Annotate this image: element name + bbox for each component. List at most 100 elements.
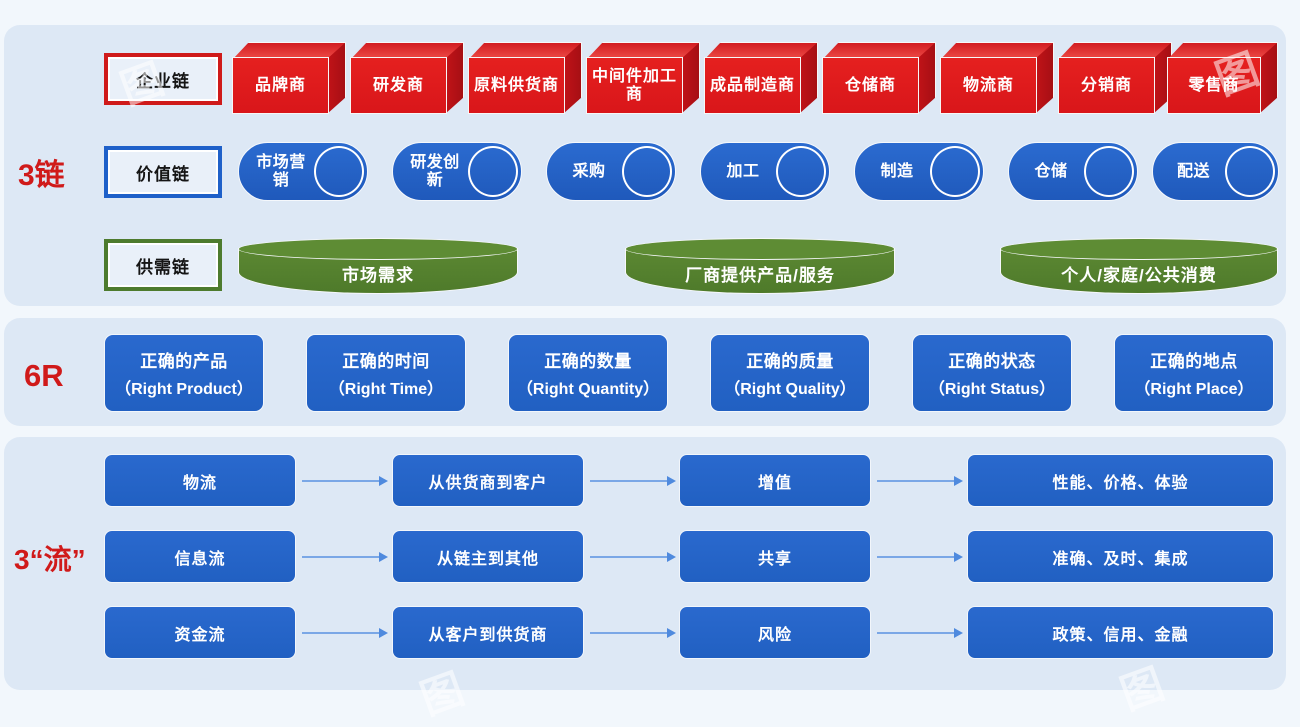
arrow-head	[954, 628, 963, 638]
chain-plate-value-label: 价值链	[108, 150, 218, 194]
enterprise-node-label: 分销商	[1058, 57, 1155, 114]
value-node-label: 研发创新	[410, 153, 460, 189]
enterprise-node-label: 成品制造商	[704, 57, 801, 114]
flow-type-logistics[interactable]: 物流	[104, 454, 296, 507]
value-node-manufacturing[interactable]: 制造	[854, 142, 984, 201]
value-node-label: 加工	[726, 162, 760, 180]
box-side-face	[917, 42, 936, 114]
six-r-item-place[interactable]: 正确的地点 （Right Place）	[1114, 334, 1274, 412]
enterprise-node-finished[interactable]: 成品制造商	[704, 42, 818, 114]
arrow-shaft	[877, 632, 955, 634]
box-side-face	[445, 42, 464, 114]
enterprise-node-logistics[interactable]: 物流商	[940, 42, 1054, 114]
six-r-item-cn: 正确的状态	[948, 352, 1036, 371]
six-r-item-cn: 正确的数量	[544, 352, 632, 371]
six-r-item-time[interactable]: 正确的时间 （Right Time）	[306, 334, 466, 412]
six-r-item-status[interactable]: 正确的状态 （Right Status）	[912, 334, 1072, 412]
arrow-head	[379, 628, 388, 638]
flow-attr-information[interactable]: 共享	[679, 530, 871, 583]
flow-result-capital[interactable]: 政策、信用、金融	[967, 606, 1274, 659]
section-label-three-flows: 3“流”	[14, 544, 86, 575]
six-r-item-en: （Right Place）	[1134, 381, 1254, 398]
chain-plate-supply: 供需链	[104, 239, 222, 291]
enterprise-node-label: 研发商	[350, 57, 447, 114]
drum-lid	[1000, 238, 1278, 260]
arrow-shaft	[302, 632, 380, 634]
enterprise-node-retailer[interactable]: 零售商	[1167, 42, 1278, 114]
cylinder-cap	[622, 146, 672, 197]
flow-arrow-2c	[877, 551, 963, 563]
six-r-item-quantity[interactable]: 正确的数量 （Right Quantity）	[508, 334, 668, 412]
flow-attr-capital[interactable]: 风险	[679, 606, 871, 659]
six-r-item-en: （Right Product）	[115, 381, 253, 398]
flow-attr-logistics[interactable]: 增值	[679, 454, 871, 507]
flow-type-capital[interactable]: 资金流	[104, 606, 296, 659]
value-node-delivery[interactable]: 配送	[1152, 142, 1279, 201]
six-r-item-quality[interactable]: 正确的质量 （Right Quality）	[710, 334, 870, 412]
enterprise-node-intermediate[interactable]: 中间件加工商	[586, 42, 700, 114]
enterprise-node-distributor[interactable]: 分销商	[1058, 42, 1172, 114]
flow-path-information[interactable]: 从链主到其他	[392, 530, 584, 583]
six-r-item-cn: 正确的质量	[746, 352, 834, 371]
flow-path-label: 从供货商到客户	[428, 474, 548, 492]
six-r-item-en: （Right Quantity）	[516, 381, 660, 398]
supply-node-market-demand[interactable]: 市场需求	[238, 238, 518, 294]
supply-node-label: 厂商提供产品/服务	[685, 265, 835, 285]
flow-arrow-1a	[302, 475, 388, 487]
flow-type-label: 物流	[182, 474, 217, 492]
value-node-marketing[interactable]: 市场营销	[238, 142, 368, 201]
section-label-three-chains: 3链	[18, 159, 65, 192]
value-node-label: 市场营销	[256, 153, 306, 189]
value-node-procurement[interactable]: 采购	[546, 142, 676, 201]
supply-node-consumption[interactable]: 个人/家庭/公共消费	[1000, 238, 1278, 294]
flow-arrow-2b	[590, 551, 676, 563]
value-node-rd-innovation[interactable]: 研发创新	[392, 142, 522, 201]
flow-type-information[interactable]: 信息流	[104, 530, 296, 583]
flow-attr-label: 风险	[757, 626, 792, 644]
six-r-item-product[interactable]: 正确的产品 （Right Product）	[104, 334, 264, 412]
flow-result-logistics[interactable]: 性能、价格、体验	[967, 454, 1274, 507]
value-node-label: 制造	[880, 162, 914, 180]
six-r-item-cn: 正确的地点	[1150, 352, 1238, 371]
arrow-shaft	[877, 480, 955, 482]
enterprise-node-rd[interactable]: 研发商	[350, 42, 464, 114]
arrow-shaft	[302, 480, 380, 482]
arrow-head	[379, 552, 388, 562]
chain-plate-enterprise-label: 企业链	[108, 57, 218, 101]
flow-type-label: 资金流	[174, 626, 226, 644]
box-side-face	[1035, 42, 1054, 114]
flow-type-label: 信息流	[174, 550, 226, 568]
enterprise-node-label: 物流商	[940, 57, 1037, 114]
flow-path-label: 从客户到供货商	[428, 626, 548, 644]
value-node-label: 仓储	[1034, 162, 1068, 180]
six-r-item-cn: 正确的产品	[140, 352, 228, 371]
enterprise-node-warehouse[interactable]: 仓储商	[822, 42, 936, 114]
value-node-storage[interactable]: 仓储	[1008, 142, 1138, 201]
arrow-head	[667, 552, 676, 562]
enterprise-node-label: 中间件加工商	[586, 57, 683, 114]
box-side-face	[799, 42, 818, 114]
enterprise-node-label: 仓储商	[822, 57, 919, 114]
arrow-shaft	[590, 632, 668, 634]
supply-node-vendor-products[interactable]: 厂商提供产品/服务	[625, 238, 895, 294]
flow-result-information[interactable]: 准确、及时、集成	[967, 530, 1274, 583]
box-side-face	[1259, 42, 1278, 114]
arrow-shaft	[877, 556, 955, 558]
box-top-face	[468, 42, 582, 60]
flow-arrow-3a	[302, 627, 388, 639]
value-node-label: 采购	[572, 162, 606, 180]
enterprise-node-raw-material[interactable]: 原料供货商	[468, 42, 582, 114]
arrow-shaft	[590, 480, 668, 482]
supply-node-label: 市场需求	[342, 265, 414, 285]
flow-path-capital[interactable]: 从客户到供货商	[392, 606, 584, 659]
box-top-face	[232, 42, 346, 60]
six-r-item-cn: 正确的时间	[342, 352, 430, 371]
arrow-head	[667, 476, 676, 486]
enterprise-node-label: 原料供货商	[468, 57, 565, 114]
enterprise-node-brand[interactable]: 品牌商	[232, 42, 346, 114]
flow-path-logistics[interactable]: 从供货商到客户	[392, 454, 584, 507]
flow-result-label: 性能、价格、体验	[1052, 474, 1189, 492]
box-side-face	[327, 42, 346, 114]
value-node-processing[interactable]: 加工	[700, 142, 830, 201]
arrow-head	[379, 476, 388, 486]
